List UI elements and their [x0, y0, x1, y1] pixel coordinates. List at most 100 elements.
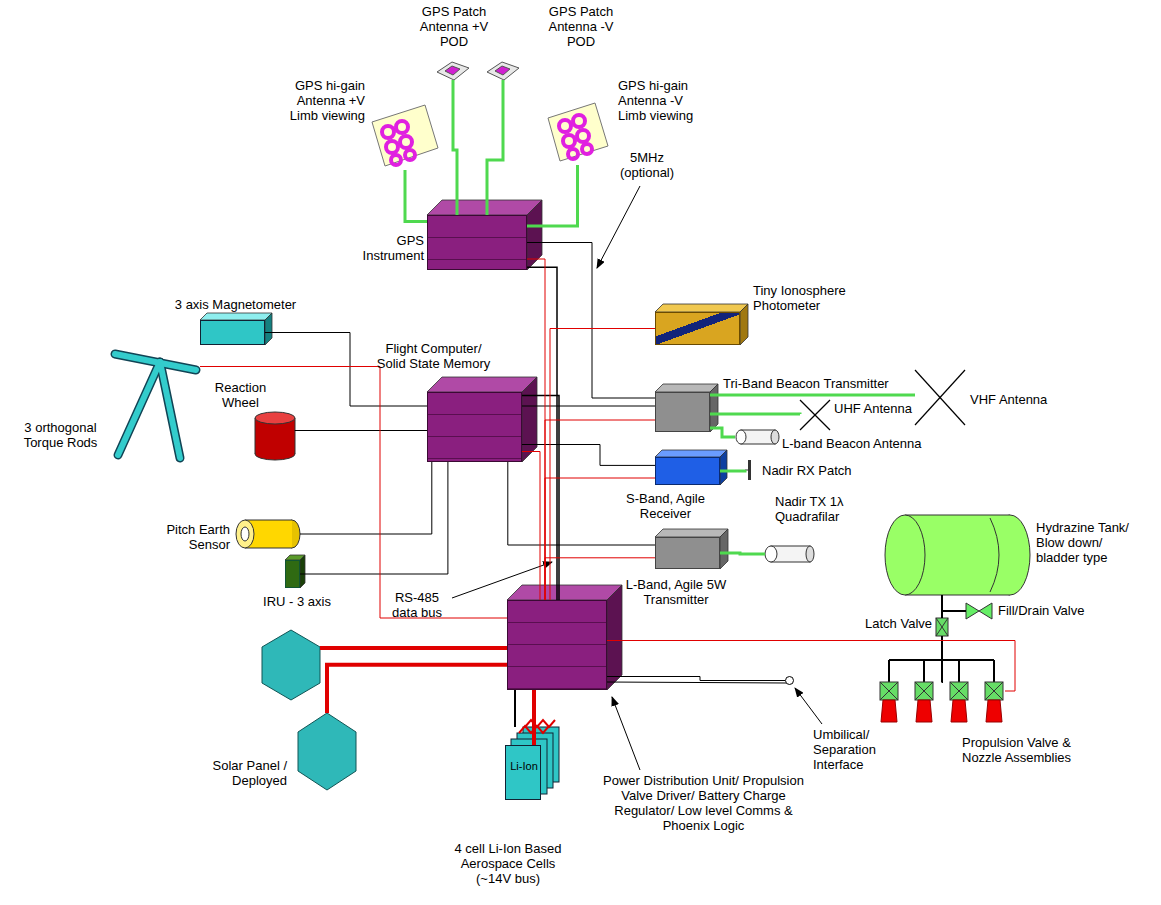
callout-label: 5MHz (optional): [612, 150, 682, 180]
component-label: Nadir RX Patch: [762, 463, 862, 478]
magnetometer: 3 axis Magnetometer: [200, 320, 265, 345]
component-label: GPS Instrument: [356, 233, 424, 263]
power-distribution-unit: Power Distribution Unit/ Propulsion Valv…: [507, 600, 607, 690]
component-label: IRU - 3 axis: [257, 594, 337, 609]
data-wire: [527, 243, 655, 399]
rf-cable: [527, 165, 578, 226]
hi-gain-antenna-icon: [372, 103, 608, 166]
component-label: GPS hi-gain Antenna +V Limb viewing: [280, 78, 365, 123]
patch-antenna-icon: [437, 62, 519, 80]
battery-cell: Li-Ion4 cell Li-Ion Based Aerospace Cell…: [505, 745, 541, 800]
component-label: GPS Patch Antenna +V POD: [418, 4, 490, 49]
component-label: Umbilical/ Separation Interface: [813, 727, 893, 772]
component-label: Reaction Wheel: [208, 380, 273, 410]
component-label: Pitch Earth Sensor: [155, 522, 230, 552]
reaction-wheel: Reaction Wheel: [255, 418, 295, 458]
rf-cable: [720, 470, 745, 471]
component-label: S-Band, Agile Receiver: [613, 491, 718, 521]
thruster: [880, 682, 1003, 722]
component-label: 3 orthogonal Torque Rods: [18, 420, 103, 450]
patch-antenna: GPS Patch Antenna -V POD: [487, 62, 519, 80]
component-label: Flight Computer/ Solid State Memory: [371, 341, 496, 371]
patch-antenna: GPS Patch Antenna +V POD: [437, 62, 469, 80]
data-wire: [527, 267, 557, 600]
umbilical: Umbilical/ Separation Interface: [785, 676, 794, 685]
power-wire: [545, 420, 655, 600]
earth-sensor: Pitch Earth Sensor: [235, 520, 300, 548]
torque-rod: [115, 354, 196, 458]
rf-cable: [710, 428, 735, 437]
s-band-receiver: S-Band, Agile Receiver: [655, 457, 720, 485]
power-wire: [522, 452, 540, 601]
propulsion-valves: Propulsion Valve & Nozzle Assemblies: [878, 682, 1005, 700]
data-wire: [522, 396, 559, 601]
power-wire: [532, 690, 536, 745]
hi-gain-antenna: GPS hi-gain Antenna +V Limb viewing: [370, 105, 440, 170]
power-wire: [327, 665, 507, 713]
data-wire: [607, 677, 785, 681]
reaction-wheel-icon: [255, 412, 295, 460]
data-wire: [300, 462, 448, 574]
component-label: L-band Beacon Antenna: [782, 436, 932, 451]
latch-valve: Latch Valve: [936, 618, 948, 636]
component-label: GPS hi-gain Antenna -V Limb viewing: [618, 78, 703, 123]
beacon-antenna: L-band Beacon Antenna: [735, 430, 775, 444]
rf-cable: [720, 553, 765, 554]
box-face: [200, 200, 748, 690]
flight-computer: Flight Computer/ Solid State Memory: [427, 392, 522, 462]
torque-rods: 3 orthogonal Torque Rods: [110, 350, 200, 460]
rf-cable: [405, 170, 427, 222]
component-label: Solar Panel / Deployed: [205, 758, 287, 788]
component-label: Fill/Drain Valve: [998, 603, 1098, 618]
component-label: L-Band, Agile 5W Transmitter: [621, 577, 731, 607]
hydrazine-tank: Hydrazine Tank/ Blow down/ bladder type: [885, 515, 1030, 595]
power-wire: [527, 259, 545, 600]
rf-cable: [453, 80, 457, 215]
rf-cable: [487, 80, 503, 215]
photometer: Tiny Ionosphere Photometer: [655, 312, 740, 345]
component-label: Tri-Band Beacon Transmitter: [723, 376, 913, 391]
component-label: Power Distribution Unit/ Propulsion Valv…: [601, 773, 806, 833]
hi-gain-antenna: GPS hi-gain Antenna -V Limb viewing: [545, 105, 610, 165]
data-wire: [514, 690, 516, 727]
data-wire: [522, 406, 655, 407]
component-label: Li-Ion: [510, 760, 538, 773]
component-label: GPS Patch Antenna -V POD: [545, 4, 617, 49]
iru: IRU - 3 axis: [285, 560, 300, 588]
gps-instrument: GPS Instrument: [427, 215, 527, 270]
callout-label: RS-485 data bus: [386, 590, 448, 620]
data-wire: [300, 462, 432, 534]
fill-drain-valve: Fill/Drain Valve: [966, 603, 992, 619]
power-wire: [320, 646, 507, 650]
component-label: VHF Antenna: [970, 392, 1055, 407]
rf-cable: [710, 413, 800, 416]
l-band-transmitter: L-Band, Agile 5W Transmitter: [655, 537, 720, 569]
data-wire: [607, 682, 786, 683]
uhf-antenna: UHF Antenna: [800, 400, 830, 430]
component-label: Hydrazine Tank/ Blow down/ bladder type: [1036, 520, 1148, 565]
component-label: 3 axis Magnetometer: [173, 297, 298, 312]
earth-sensor-icon: [236, 520, 300, 548]
solar-panel: Solar Panel / Deployed: [298, 713, 356, 790]
power-wire: [607, 641, 1015, 692]
component-label: Nadir TX 1λ Quadrafilar: [775, 494, 875, 524]
data-wire: [942, 595, 966, 611]
power-wire: [550, 329, 655, 601]
beacon-transmitter: Tri-Band Beacon Transmitter: [655, 392, 710, 432]
valve-icon: [966, 603, 992, 619]
patch-antenna: Nadir RX Patch: [745, 460, 753, 480]
valve-icon: [936, 618, 948, 636]
data-wire: [941, 636, 944, 682]
data-wire: [295, 430, 427, 432]
component-label: 4 cell Li-Ion Based Aerospace Cells (~14…: [453, 841, 563, 886]
rf-cable: [710, 394, 915, 397]
tank: [885, 515, 1030, 595]
callout-arrow: [452, 186, 822, 770]
component-label: Latch Valve: [858, 616, 932, 631]
quadrafilar-antenna: Nadir TX 1λ Quadrafilar: [765, 546, 810, 562]
component-label: Tiny Ionosphere Photometer: [753, 283, 858, 313]
component-label: Propulsion Valve & Nozzle Assemblies: [962, 735, 1097, 765]
data-wire: [522, 445, 655, 466]
